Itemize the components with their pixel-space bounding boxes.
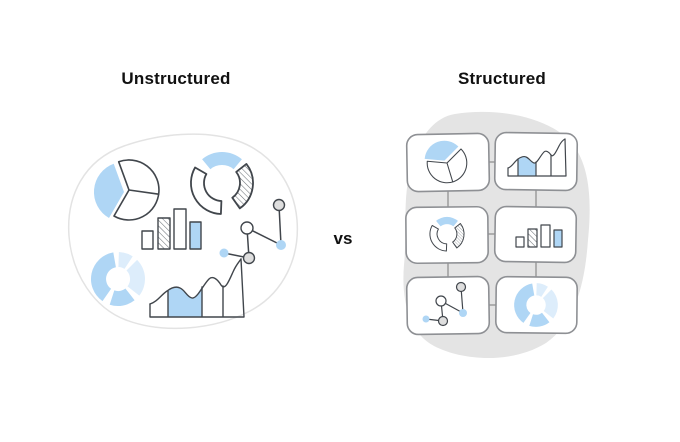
- card-blue-donut: [495, 275, 578, 335]
- area-chart-icon: [149, 258, 245, 318]
- scatter-line-chart-icon-small: [422, 281, 467, 327]
- bar-chart-icon: [141, 208, 202, 250]
- card-donut: [405, 205, 489, 265]
- scatter-line-chart-icon: [219, 198, 286, 265]
- vs-label: vs: [333, 229, 353, 248]
- area-chart-icon-small: [507, 138, 567, 177]
- right-section-title: Structured: [458, 69, 546, 88]
- left-section-title: Unstructured: [121, 69, 231, 88]
- bar-chart-icon-small: [515, 224, 563, 248]
